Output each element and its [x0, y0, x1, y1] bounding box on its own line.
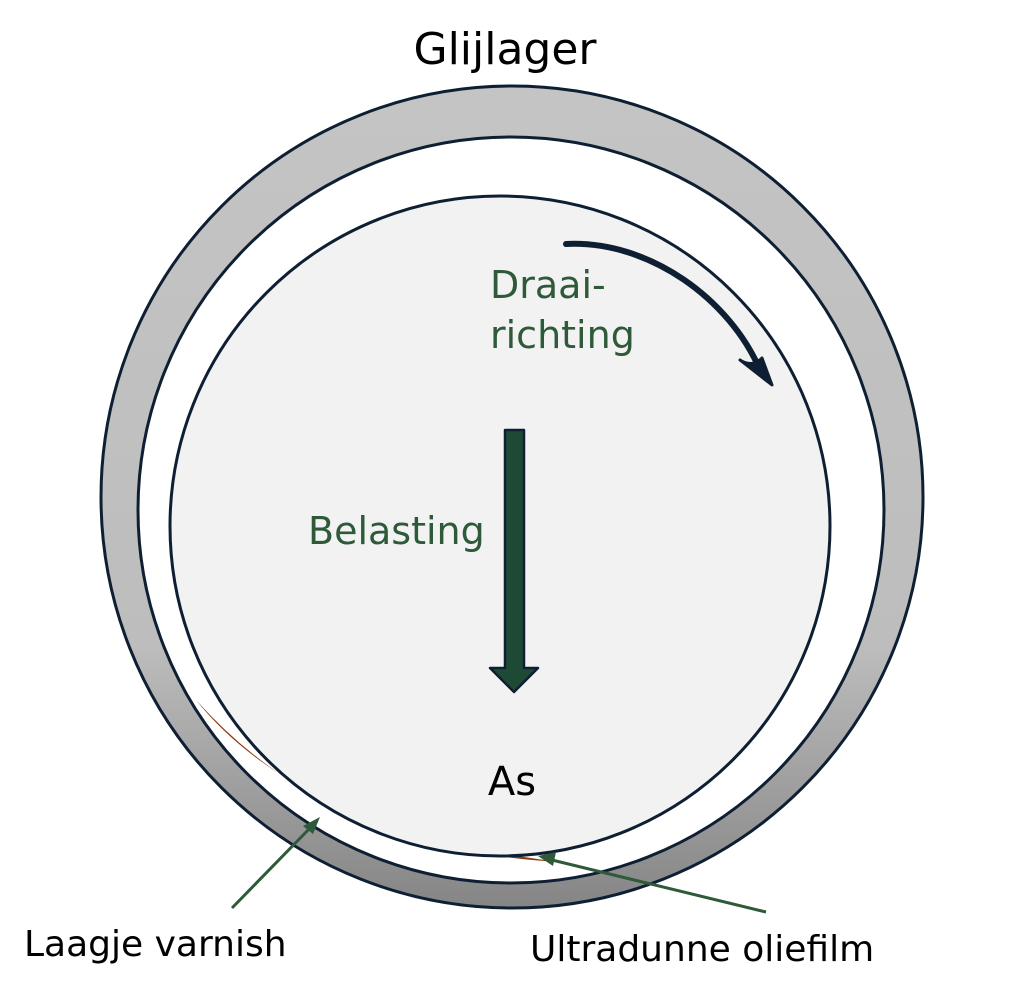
rotation-arrow [563, 240, 763, 373]
bearing-ring [99, 84, 925, 910]
oil-film-leader-line [551, 858, 767, 914]
oil-film-leader-arrowhead [538, 852, 556, 866]
rotation-label-line2: richting [490, 313, 635, 357]
varnish-leader-line [230, 824, 314, 910]
rotation-label-line1: Draai- [490, 263, 606, 307]
load-label: Belasting [308, 509, 485, 553]
oil-film-label: Ultradunne oliefilm [530, 929, 874, 970]
shaft [168, 194, 832, 858]
shaft-label: As [488, 759, 536, 805]
diagram-title: Glijlager [413, 24, 597, 75]
load-arrow [488, 428, 540, 694]
varnish-label: Laagje varnish [24, 924, 287, 965]
varnish-leader-arrowhead [303, 817, 320, 834]
rotation-arrowhead [738, 356, 774, 387]
